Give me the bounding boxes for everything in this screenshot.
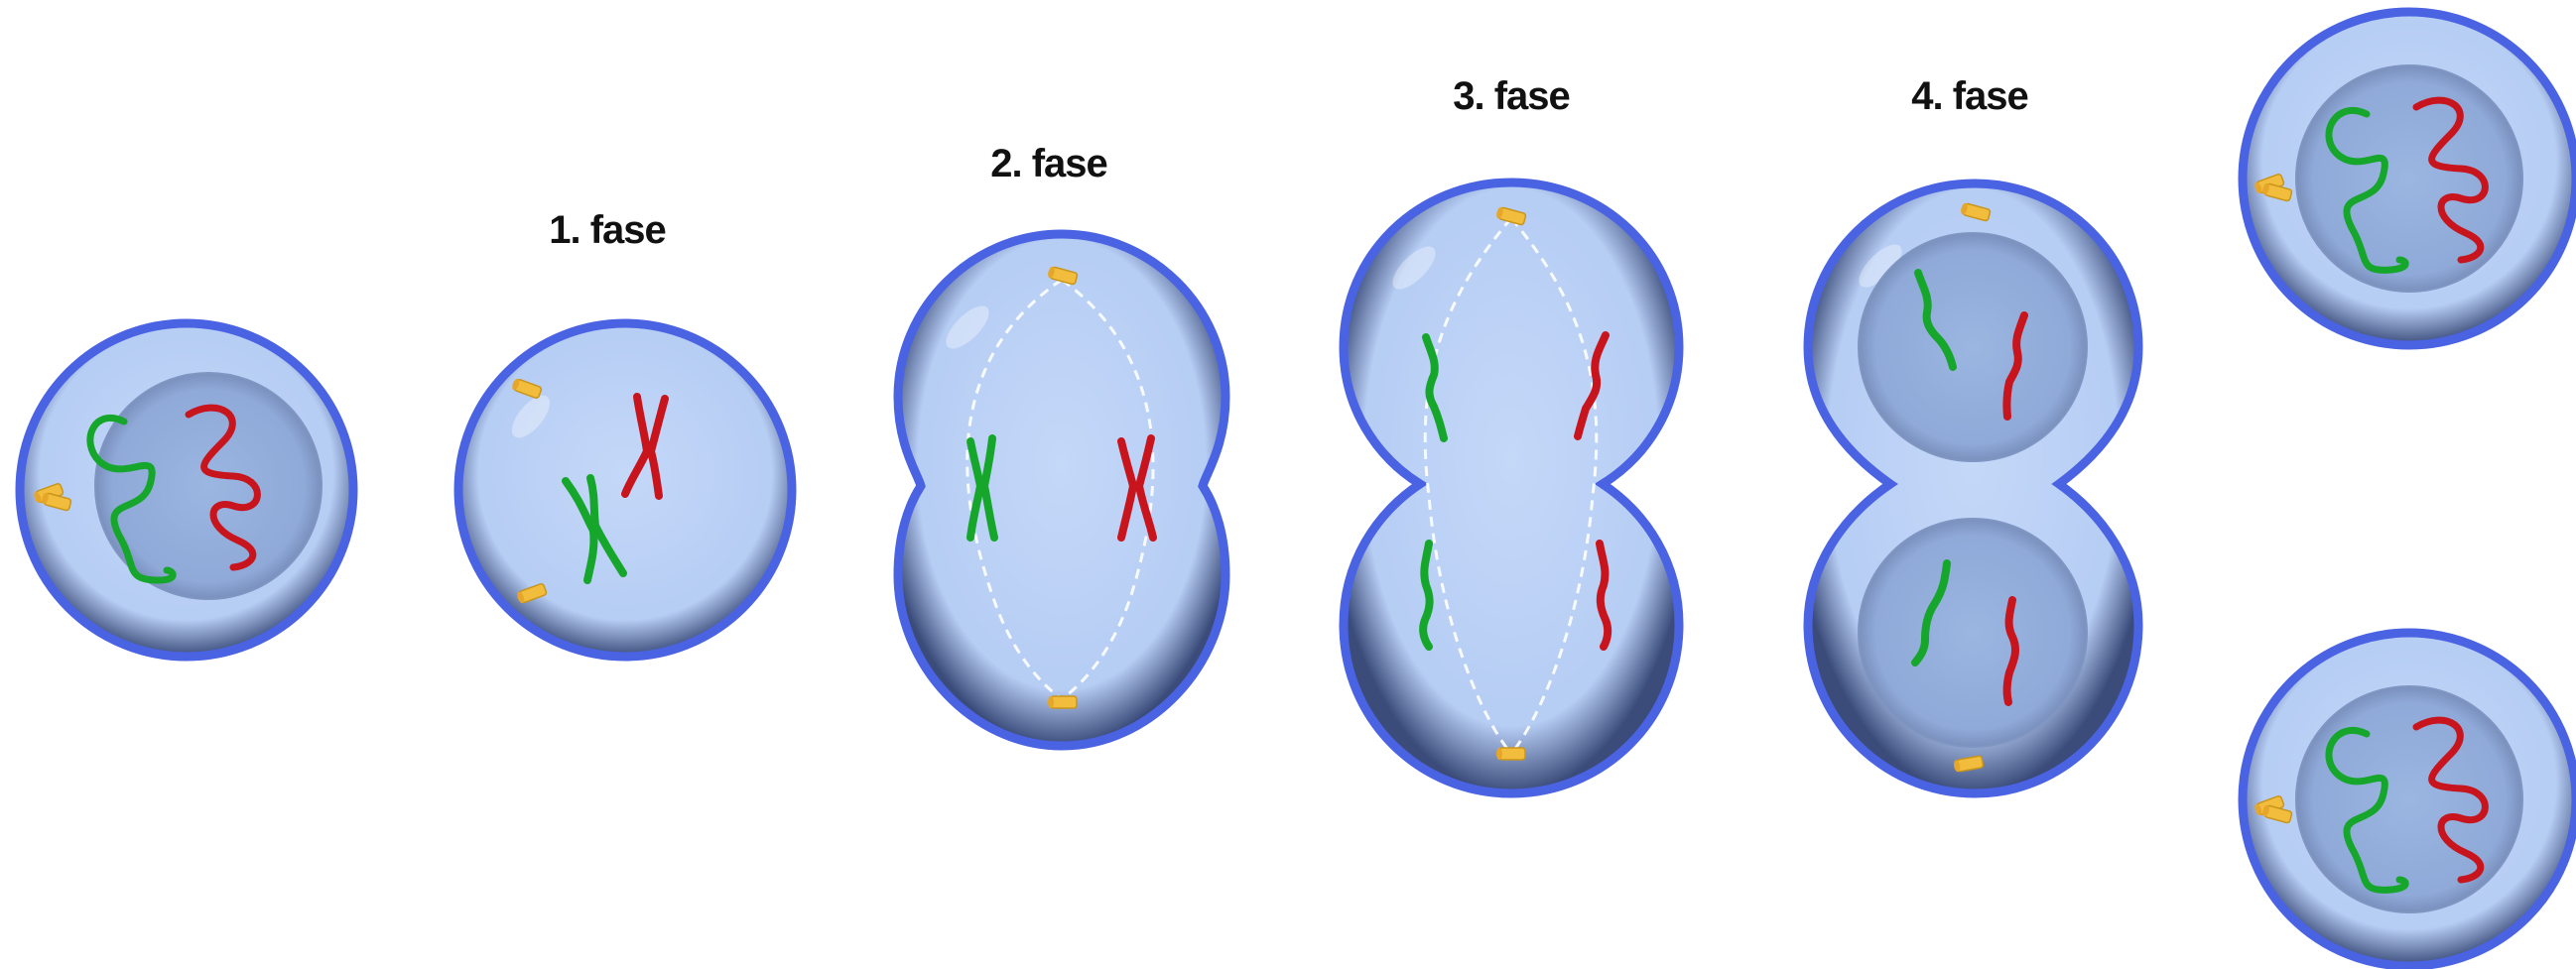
phase-3-cell: 3. fase bbox=[1344, 74, 1679, 793]
phase-1-cell: 1. fase bbox=[458, 208, 792, 657]
nucleus bbox=[1859, 233, 2087, 461]
cell-membrane bbox=[898, 234, 1225, 746]
centrosome-icon bbox=[1048, 696, 1077, 708]
phase-3-label: 3. fase bbox=[1453, 74, 1570, 118]
nucleus bbox=[1859, 519, 2087, 747]
centrosome-icon bbox=[1496, 748, 1525, 760]
cell-membrane bbox=[1344, 182, 1679, 793]
phase-2-cell: 2. fase bbox=[898, 142, 1225, 746]
nucleus bbox=[2296, 65, 2522, 292]
daughter-cell-top bbox=[2243, 12, 2576, 345]
phase-1-label: 1. fase bbox=[549, 208, 666, 252]
phase-4-cell: 4. fase bbox=[1808, 74, 2138, 793]
interphase-cell bbox=[20, 323, 353, 657]
nucleus bbox=[2296, 686, 2522, 912]
phase-4-label: 4. fase bbox=[1911, 74, 2028, 118]
phase-2-label: 2. fase bbox=[990, 142, 1107, 185]
daughter-cell-bottom bbox=[2243, 633, 2576, 966]
